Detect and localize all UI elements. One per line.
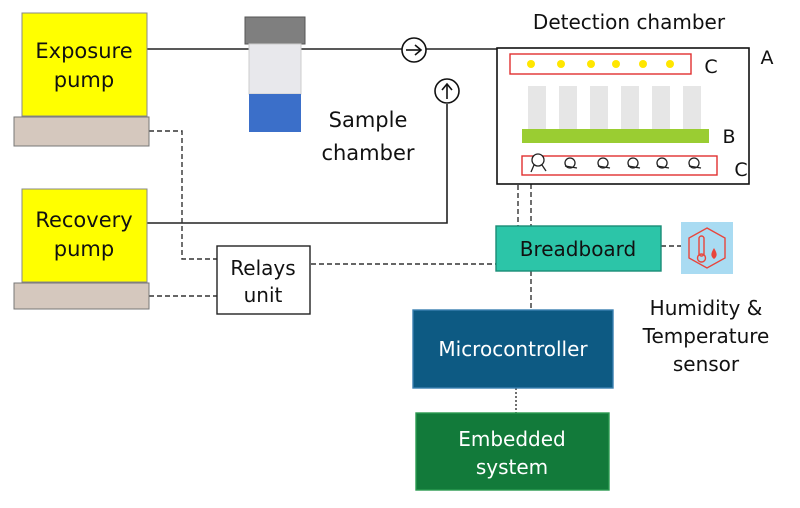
arrow-right-circle-icon bbox=[401, 37, 427, 63]
sample-chamber: Sample chamber bbox=[244, 16, 415, 165]
led bbox=[557, 60, 565, 68]
relays-unit-label-line1: Relays bbox=[230, 256, 295, 280]
sensor-strip bbox=[522, 129, 709, 143]
embedded-system-label-line2: system bbox=[476, 455, 548, 479]
marker-c-bottom: C bbox=[734, 159, 747, 181]
microcontroller: Microcontroller bbox=[412, 309, 614, 389]
recovery-pump-body bbox=[21, 188, 148, 283]
humidity-sensor-label-line3: sensor bbox=[673, 352, 740, 376]
vial-cap bbox=[244, 16, 306, 45]
sample-chamber-label-line2: chamber bbox=[321, 141, 414, 165]
exposure-pump-base bbox=[13, 116, 150, 147]
embedded-system: Embedded system bbox=[415, 412, 610, 491]
relays-unit-box bbox=[216, 245, 311, 315]
recovery-pump-label-line2: pump bbox=[54, 237, 114, 261]
breadboard-box bbox=[495, 225, 662, 272]
marker-c-top: C bbox=[704, 56, 717, 78]
well bbox=[621, 86, 639, 130]
well bbox=[683, 86, 701, 130]
led bbox=[639, 60, 647, 68]
humidity-sensor-label-line2: Temperature bbox=[642, 324, 770, 348]
microcontroller-label: Microcontroller bbox=[438, 337, 588, 361]
photosensor bbox=[564, 157, 578, 169]
exposure-pump-label-line1: Exposure bbox=[35, 39, 132, 63]
recovery-pump: Recovery pump bbox=[13, 188, 150, 310]
led bbox=[612, 60, 620, 68]
recovery-pump-label-line1: Recovery bbox=[35, 208, 132, 232]
detection-chamber: A C B C bbox=[496, 47, 774, 185]
vial-sample bbox=[249, 94, 301, 132]
recovery-pump-base bbox=[13, 282, 150, 310]
led bbox=[587, 60, 595, 68]
photosensor bbox=[688, 157, 702, 169]
arrow-up-circle-icon bbox=[434, 78, 460, 104]
thermometer-droplet-icon bbox=[681, 222, 733, 274]
breadboard: Breadboard bbox=[495, 225, 662, 272]
relays-unit-label-line2: unit bbox=[244, 283, 283, 307]
sensing-wells bbox=[528, 86, 701, 130]
sample-chamber-label-line1: Sample bbox=[329, 108, 408, 132]
tubing bbox=[147, 48, 497, 224]
well bbox=[590, 86, 608, 130]
microcontroller-box bbox=[412, 309, 614, 389]
detection-chamber-title: Detection chamber bbox=[533, 10, 726, 34]
led-strip-frame bbox=[509, 53, 692, 75]
vial-body bbox=[248, 43, 302, 95]
wire-exposure-relay bbox=[149, 130, 217, 260]
exposure-pump-label-line2: pump bbox=[54, 68, 114, 92]
embedded-system-box bbox=[415, 412, 610, 491]
relays-unit: Relays unit bbox=[216, 245, 311, 315]
photosensor bbox=[597, 157, 611, 169]
marker-a: A bbox=[761, 47, 774, 69]
embedded-system-label-line1: Embedded bbox=[458, 427, 566, 451]
well bbox=[652, 86, 670, 130]
exposure-pump: Exposure pump bbox=[13, 12, 150, 147]
marker-b: B bbox=[722, 126, 735, 148]
well bbox=[559, 86, 577, 130]
humidity-sensor-label-line1: Humidity & bbox=[650, 296, 763, 320]
led bbox=[666, 60, 674, 68]
exposure-pump-body bbox=[21, 12, 148, 117]
sensor-row-frame bbox=[521, 155, 718, 176]
photosensor bbox=[627, 157, 641, 169]
photosensor bbox=[530, 153, 547, 173]
humidity-sensor-label: Humidity & Temperature sensor bbox=[642, 296, 770, 376]
led-row bbox=[527, 60, 674, 68]
recovery-tube bbox=[147, 104, 448, 224]
well bbox=[528, 86, 546, 130]
photosensor bbox=[656, 157, 670, 169]
breadboard-label: Breadboard bbox=[520, 237, 637, 261]
led bbox=[527, 60, 535, 68]
photosensor-row bbox=[530, 153, 702, 173]
